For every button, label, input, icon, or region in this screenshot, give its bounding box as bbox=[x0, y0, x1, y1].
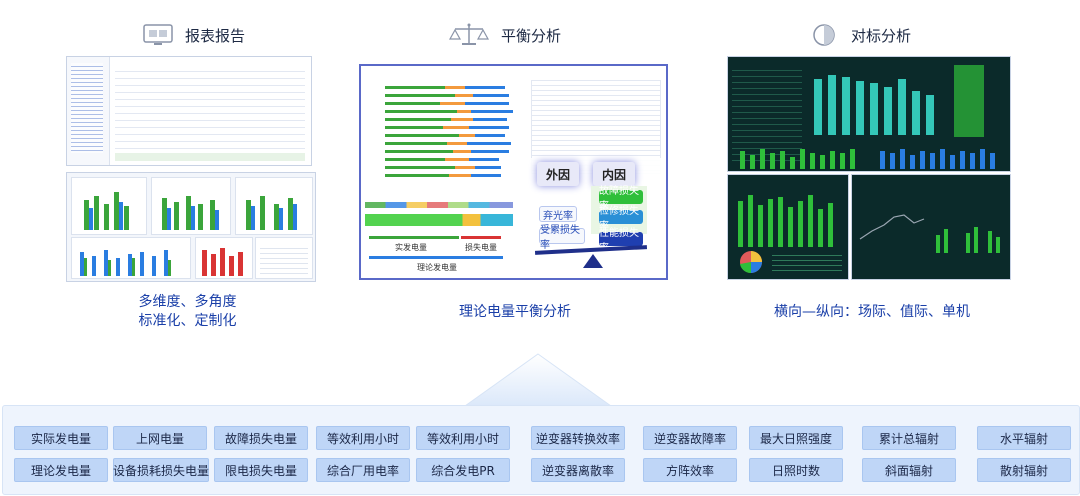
metric-chip[interactable]: 综合厂用电率 bbox=[316, 458, 410, 482]
caption-line: 标准化、定制化 bbox=[138, 313, 237, 329]
metric-chip[interactable]: 实际发电量 bbox=[14, 426, 108, 450]
metric-chip[interactable]: 理论发电量 bbox=[14, 458, 108, 482]
section-header-report: 报表报告 bbox=[141, 22, 245, 48]
metric-chip[interactable]: 上网电量 bbox=[113, 426, 207, 450]
section-title: 对标分析 bbox=[851, 26, 912, 45]
caption-line: 多维度、多角度 bbox=[138, 294, 237, 310]
metric-chip[interactable]: 等效利用小时 bbox=[316, 426, 410, 450]
metric-chip[interactable]: 设备损耗损失电量 bbox=[113, 458, 209, 482]
benchmark-dashboard-top bbox=[727, 56, 1011, 172]
balance-bar-label: 损失电量 bbox=[465, 243, 497, 252]
metric-chip[interactable]: 逆变器转换效率 bbox=[531, 426, 625, 450]
metric-chip[interactable]: 日照时数 bbox=[749, 458, 843, 482]
inner-factor-label: 内因 bbox=[593, 162, 635, 186]
metric-chip[interactable]: 斜面辐射 bbox=[862, 458, 956, 482]
metric-chip[interactable]: 限电损失电量 bbox=[214, 458, 308, 482]
metric-chip[interactable]: 逆变器离散率 bbox=[531, 458, 625, 482]
balance-bar-label: 理论发电量 bbox=[417, 263, 457, 272]
tag-maintenance-loss-rate: 检修损失率 bbox=[599, 206, 643, 232]
caption-line: 理论电量平衡分析 bbox=[459, 304, 571, 320]
caption-line: 横向—纵向：场际、值际、单机 bbox=[774, 304, 970, 320]
balance-screenshot: 实发电量 损失电量 理论发电量 外因 内因 弃光率 受累损失率 故障损失率 检修… bbox=[359, 64, 668, 280]
triangle-decoration bbox=[464, 353, 612, 406]
benchmark-dashboard-left bbox=[727, 174, 849, 280]
benchmark-dashboard-right bbox=[851, 174, 1011, 280]
section-title: 平衡分析 bbox=[501, 26, 562, 45]
pie-compare-icon bbox=[807, 22, 841, 48]
metric-chip[interactable]: 水平辐射 bbox=[977, 426, 1071, 450]
metric-chip[interactable]: 故障损失电量 bbox=[214, 426, 308, 450]
section-header-balance: 平衡分析 bbox=[447, 22, 561, 48]
report-caption: 多维度、多角度 标准化、定制化 bbox=[100, 293, 275, 331]
tag-performance-loss-rate: 性能损失率 bbox=[599, 228, 643, 254]
metric-chip[interactable]: 综合发电PR bbox=[416, 458, 510, 482]
section-title: 报表报告 bbox=[185, 26, 246, 45]
balance-bar-label: 实发电量 bbox=[395, 243, 427, 252]
section-header-benchmark: 对标分析 bbox=[807, 22, 911, 48]
report-table-screenshot bbox=[66, 56, 312, 166]
tag-affected-loss-rate: 受累损失率 bbox=[539, 225, 585, 251]
metric-chip[interactable]: 方阵效率 bbox=[643, 458, 737, 482]
outer-factor-label: 外因 bbox=[537, 162, 579, 186]
report-dashboard-screenshot bbox=[66, 172, 316, 282]
metric-chip[interactable]: 等效利用小时 bbox=[416, 426, 510, 450]
tag-abandon-rate: 弃光率 bbox=[539, 206, 577, 222]
metric-chip[interactable]: 最大日照强度 bbox=[749, 426, 843, 450]
metric-chip[interactable]: 累计总辐射 bbox=[862, 426, 956, 450]
balance-scale-icon bbox=[447, 22, 491, 48]
balance-caption: 理论电量平衡分析 bbox=[420, 303, 610, 322]
benchmark-caption: 横向—纵向：场际、值际、单机 bbox=[752, 303, 992, 322]
monitor-report-icon bbox=[141, 22, 175, 48]
metric-chip[interactable]: 散射辐射 bbox=[977, 458, 1071, 482]
metric-chip[interactable]: 逆变器故障率 bbox=[643, 426, 737, 450]
